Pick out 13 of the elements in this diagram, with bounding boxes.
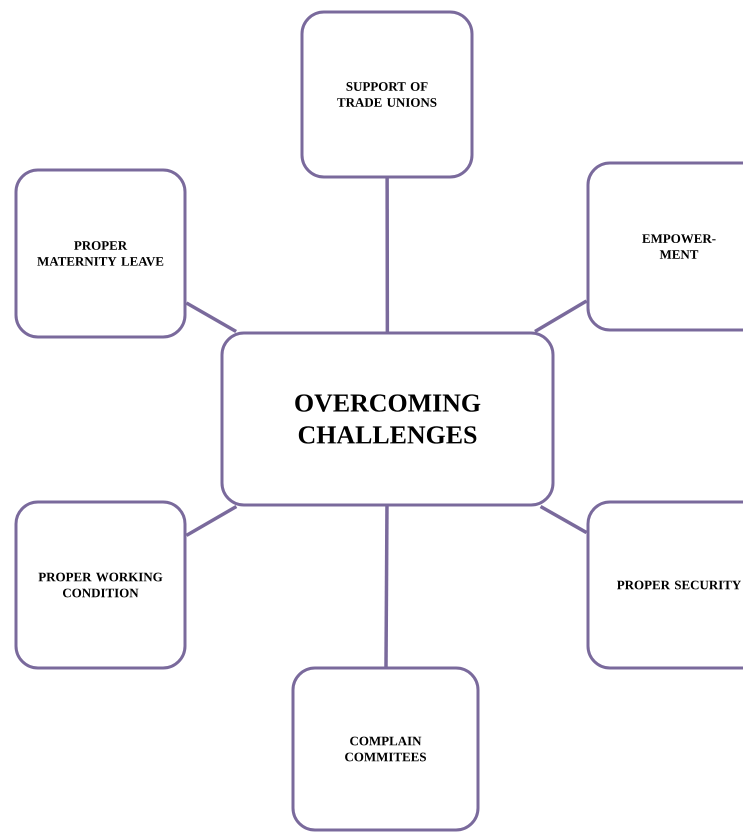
connector-line [186, 301, 237, 334]
concept-box: PROPER WORKING CONDITION [14, 500, 186, 670]
connector-line [534, 300, 588, 334]
connector-line [540, 504, 588, 534]
concept-box: OVERCOMING CHALLENGES [220, 332, 554, 506]
concept-box: SUPPORT OF TRADE UNIONS [300, 10, 474, 178]
concept-box: PROPER SECURITY [586, 500, 743, 670]
concept-box: EMPOWER- MENT [586, 162, 743, 332]
connector-line [385, 178, 390, 332]
concept-box: PROPER MATERNITY LEAVE [14, 168, 186, 338]
concept-box: COMPLAIN COMMITEES [292, 666, 480, 832]
connector-line [384, 506, 389, 667]
connector-line [186, 504, 238, 537]
